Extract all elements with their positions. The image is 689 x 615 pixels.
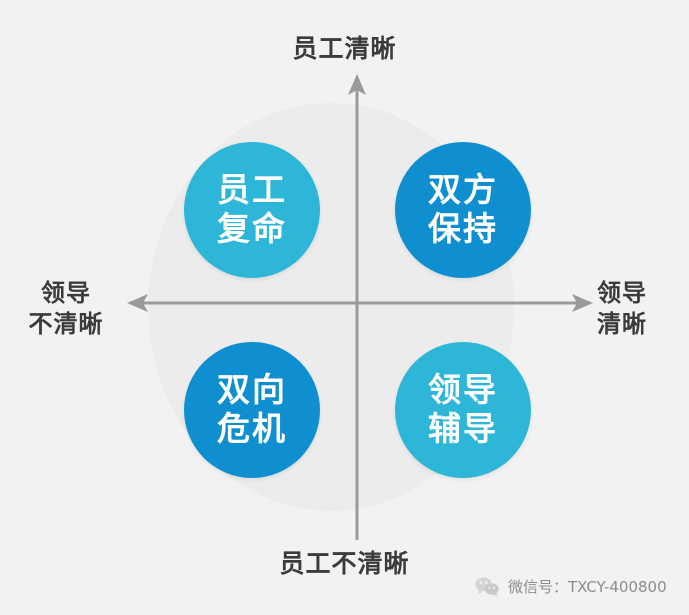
axis-label-bottom-text: 员工不清晰 [279,549,410,578]
watermark: 微信号：TXCY-400800 [474,576,667,597]
vertical-axis-arrowhead [348,74,366,95]
quadrant-top-left-line2: 复命 [217,209,287,248]
horizontal-axis-arrowhead-left [127,294,148,312]
quadrant-bottom-right-line1: 领导 [428,370,498,410]
quadrant-bottom-right-line2: 辅导 [428,409,498,448]
axis-label-bottom: 员工不清晰 [0,548,689,580]
watermark-text: 微信号：TXCY-400800 [508,578,667,596]
quadrant-bottom-left-line2: 危机 [217,409,287,448]
axis-label-left-line2: 不清晰 [28,309,104,338]
axis-label-top-text: 员工清晰 [292,34,397,63]
quadrant-top-right-line1: 双方 [428,170,498,210]
quadrant-top-right[interactable]: 双方 保持 [395,142,531,278]
quadrant-bottom-left-line1: 双向 [217,370,287,410]
axis-label-top: 员工清晰 [0,33,689,65]
axis-label-right-line2: 清晰 [597,309,647,338]
quadrant-top-right-line2: 保持 [428,209,498,248]
quadrant-top-left-line1: 员工 [217,170,287,210]
quadrant-bottom-right[interactable]: 领导 辅导 [395,342,531,478]
axis-label-left-line1: 领导 [41,279,91,307]
horizontal-axis-arrowhead-right [572,294,593,312]
wechat-icon [475,577,499,597]
quadrant-top-left[interactable]: 员工 复命 [184,142,320,278]
axis-label-left: 领导 不清晰 [10,278,122,339]
axis-label-right-line1: 领导 [597,279,647,307]
quadrant-bottom-left[interactable]: 双向 危机 [184,342,320,478]
axis-label-right: 领导 清晰 [597,278,683,339]
